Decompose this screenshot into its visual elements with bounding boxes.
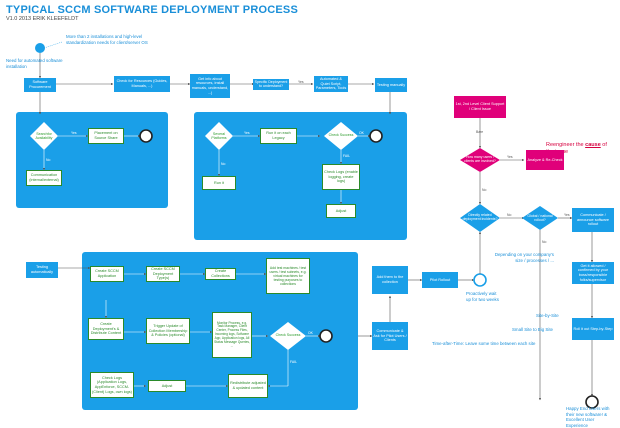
label-check-success-1: Check Success (328, 133, 354, 137)
specific-deployment-label: Specific Deployment to understand? (253, 79, 289, 90)
how-many-diamond (460, 148, 500, 172)
node-redistribute: Redistribute adjusted & updated content (228, 374, 268, 398)
edge-no-1: No (46, 158, 51, 162)
site-note-3: Time-after-Time: Leave some time between… (432, 341, 536, 346)
node-software-procurement: Software Procurement (24, 78, 56, 92)
edge-ok-2: OK (308, 331, 313, 335)
node-pilot-rollout: Pilot Rollout (422, 272, 458, 288)
edge-yes-3: Yes (244, 131, 250, 135)
edge-fail-1: FAIL (343, 154, 350, 158)
node-create-type: Create SCCM Deployment Type(s) (146, 266, 180, 282)
edge-no-4: No (507, 213, 512, 217)
availability-diamond (30, 122, 58, 150)
node-automated-script: Automated & Quiet Script, Parameters, To… (314, 76, 348, 92)
edge-fail-2: FAIL (290, 360, 297, 364)
flowchart-canvas (16, 41, 599, 410)
node-run-each: Run it on each Legacy (260, 128, 297, 144)
panel-availability (16, 112, 168, 208)
edge-bare: Bare (476, 130, 484, 134)
check-success-diamond-2 (270, 322, 306, 350)
pilot-end-node (473, 273, 487, 287)
node-check-logs: Check Logs (enable logging, create logs) (322, 164, 360, 190)
node-roll-it-out: Roll it out Step-by-Step (572, 318, 614, 340)
node-adjust-2: Adjust (148, 380, 186, 392)
node-add-test: Add test machines / test users / test su… (266, 258, 310, 294)
edge-yes-2: Yes (298, 80, 304, 84)
edge-ok-1: OK (359, 131, 364, 135)
page-title: TYPICAL SCCM SOFTWARE DEPLOYMENT PROCESS (6, 4, 298, 16)
label-check-success-2: Check Success (275, 333, 301, 337)
label-directly-related: Directly related deployment incidents? (462, 213, 498, 222)
start-node (35, 43, 45, 53)
label-global: Global / national rollout? (527, 214, 553, 223)
node-adjust-1: Adjust (326, 204, 356, 218)
node-communicate-rollout: Communicate / announce software rollout (572, 208, 614, 232)
happy-note: Happy End Users with their new software!… (566, 406, 610, 428)
edge-no-2: No (221, 162, 226, 166)
proactive-note: Proactively wait up for two weeks (466, 291, 499, 302)
edge-yes-1: Yes (71, 131, 77, 135)
node-analyze: Analyze & Re-Check (526, 150, 564, 170)
global-diamond (522, 206, 558, 230)
node-add-them: Add them to the collection (372, 266, 408, 294)
site-note-1: Site-by-Site (536, 313, 559, 318)
label-sw-availability: Searchfor Availability (35, 132, 53, 140)
label-how-many: How many users / clients are involved? (464, 155, 496, 164)
depend-note: Depending on your company's size / proce… (494, 252, 554, 263)
sccm-end-node (319, 329, 333, 343)
node-check-logs-2: Check Logs (Application Logs, AppEnforce… (90, 372, 134, 398)
node-get-info: Get info about resources, install manual… (190, 74, 230, 98)
manual-end-node (369, 129, 383, 143)
node-testing-manually: Testing manually (375, 78, 407, 92)
site-note-2: Small Site to Big Site (512, 327, 553, 332)
node-monitor: Monitor Process, e.g. Task Manager, Clie… (212, 312, 252, 358)
intro-note: More than 2 installations and high-level… (66, 34, 148, 45)
label-several-platforms: Several Platforms (211, 132, 227, 140)
node-communication: Communication (internal/external) (26, 170, 62, 186)
node-create-app: Create SCCM Application (90, 266, 124, 282)
edge-yes-4: Yes (507, 155, 513, 159)
directly-related-diamond (460, 204, 500, 232)
platforms-diamond (205, 122, 233, 150)
node-first-level: 1st, 2nd Level Client Support / Client I… (454, 96, 506, 118)
edge-no-5: No (542, 240, 547, 244)
availability-end-node (139, 129, 153, 143)
edge-yes-5: Yes (564, 213, 570, 217)
page-subtitle: V1.0 2013 ERIK KLEEFELDT (6, 16, 79, 22)
node-trigger-update: Trigger Update of Collection Membership … (146, 318, 190, 344)
edge-no-3: No (482, 188, 487, 192)
check-success-diamond-1 (324, 122, 358, 150)
node-testing-automatically: Testing automatically (26, 262, 58, 278)
node-check-resources: Check for Resources (Guides, Manuals, ..… (114, 76, 170, 92)
node-communicate-ask: Communicate & Ask for Pilot Users / Clie… (372, 322, 408, 350)
node-create-collections: Create Collections (205, 268, 236, 280)
happy-end-node (585, 395, 599, 409)
node-create-deployments: Create Deployment's & Distribute Content (88, 318, 124, 340)
node-placement: Placement on Source Share (88, 128, 124, 144)
node-get-it-allowed: Get it allowed / confirmed by your boss/… (572, 262, 614, 284)
node-run-it: Run it (202, 176, 236, 190)
need-note: Need for automated software installation (6, 58, 63, 69)
